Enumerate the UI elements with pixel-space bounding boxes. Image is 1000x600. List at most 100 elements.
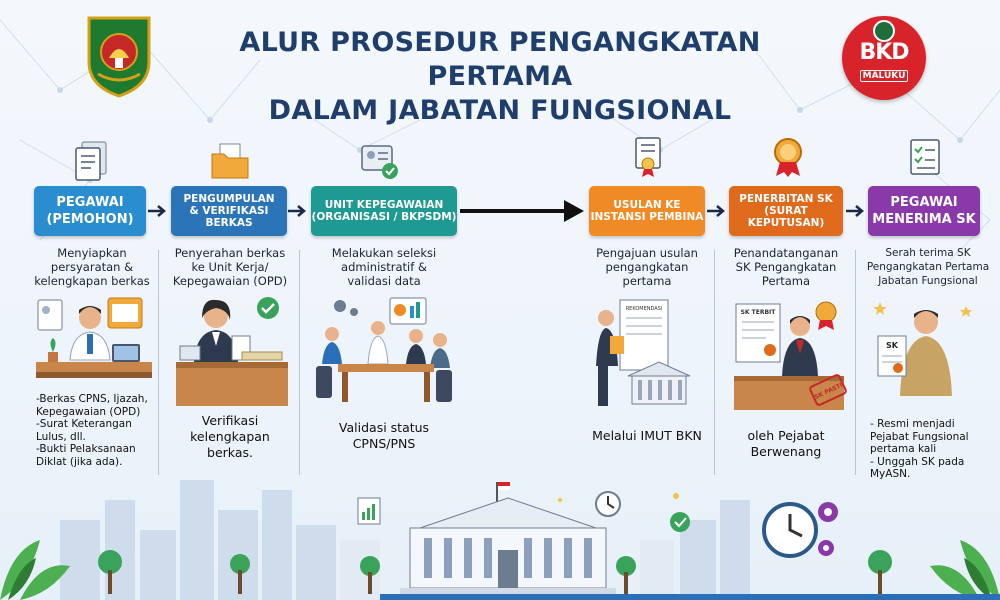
note-line: -Berkas CPNS, Ijazah, bbox=[36, 393, 148, 405]
certificate-icon bbox=[635, 137, 661, 177]
desc-line: persyaratan & bbox=[50, 260, 134, 274]
step-result-pengumpulan: Verifikasi kelengkapan berkas. bbox=[169, 413, 291, 461]
step-header-line: (PEMOHON) bbox=[46, 212, 134, 227]
page-title: ALUR PROSEDUR PENGANGKATAN PERTAMA DALAM… bbox=[170, 26, 830, 128]
step-header-line: PEGAWAI bbox=[890, 195, 958, 210]
desc-line: Melakukan seleksi bbox=[331, 246, 437, 260]
step-description-usulan: Pengajuan usulan pengangkatan pertama bbox=[586, 246, 708, 288]
desc-line: ke Unit Kerja/ bbox=[191, 260, 269, 274]
desc-line: Pengajuan usulan bbox=[596, 246, 698, 260]
result-line: Berwenang bbox=[750, 444, 822, 459]
folder-icon bbox=[211, 143, 249, 179]
step-header-penerbitan: PENERBITAN SK (SURAT KEPUTUSAN) bbox=[729, 186, 843, 236]
desc-line: validasi data bbox=[347, 274, 421, 288]
step-header-line: PENGUMPULAN bbox=[183, 193, 275, 205]
step-header-line: (SURAT KEPUTUSAN) bbox=[747, 205, 825, 229]
desc-line: Pengangkatan Pertama bbox=[866, 261, 990, 273]
note-line: -Surat Keterangan bbox=[36, 418, 132, 430]
step-description-penerbitan: Penandatanganan SK Pengangkatan Pertama bbox=[724, 246, 848, 288]
step-description-unit: Melakukan seleksi administratif & valida… bbox=[318, 246, 450, 288]
desc-line: pengangkatan bbox=[605, 260, 689, 274]
desc-line: Kepegawaian (OPD) bbox=[172, 274, 288, 288]
signing-sk-illustration: SK TERBIT SK PASTI bbox=[734, 301, 847, 410]
note-line: - Resmi menjadi bbox=[870, 418, 955, 430]
note-line: MyASN. bbox=[870, 468, 911, 480]
result-line: Validasi status bbox=[338, 420, 430, 435]
desc-line: Menyiapkan bbox=[57, 246, 127, 260]
desc-line: administratif & bbox=[341, 260, 427, 274]
desc-line: pertama bbox=[622, 274, 672, 288]
sk-terbit-paper-label: SK TERBIT bbox=[741, 309, 777, 316]
desc-line: Penyerahan berkas bbox=[174, 246, 286, 260]
desc-line: Penandatanganan bbox=[733, 246, 839, 260]
step-header-line: (ORGANISASI / BKPSDM) bbox=[311, 211, 457, 223]
desc-line: kelengkapan berkas bbox=[34, 274, 150, 288]
flow-arrow bbox=[148, 205, 166, 217]
note-line: Kepegawaian (OPD) bbox=[36, 405, 141, 418]
note-line: Pejabat Fungsional bbox=[870, 430, 969, 443]
step-description-menerima: Serah terima SK Pengangkatan Pertama Jab… bbox=[858, 246, 998, 288]
note-line: pertama kali bbox=[870, 443, 937, 455]
id-card-check-icon bbox=[361, 145, 398, 179]
step-header-line: USULAN KE bbox=[613, 199, 681, 211]
bkd-logo-subtext: MALUKU bbox=[860, 70, 908, 82]
step-header-menerima: PEGAWAI MENERIMA SK bbox=[868, 186, 980, 236]
step-description-pegawai: Menyiapkan persyaratan & kelengkapan ber… bbox=[30, 246, 154, 288]
step-header-line: PENERBITAN SK bbox=[739, 193, 833, 205]
desc-line: Pertama bbox=[761, 274, 811, 288]
note-line: -Bukti Pelaksanaan bbox=[36, 443, 136, 455]
step-result-unit: Validasi status CPNS/PNS bbox=[318, 420, 450, 452]
result-line: Melalui IMUT BKN bbox=[592, 428, 702, 443]
rekomendasi-paper-label: REKOMENDASI bbox=[626, 306, 663, 312]
employee-desk-illustration bbox=[36, 297, 152, 378]
long-flow-arrow bbox=[460, 200, 584, 222]
team-meeting-illustration bbox=[316, 297, 452, 402]
step-header-line: BERKAS bbox=[205, 217, 253, 229]
step-header-pengumpulan: PENGUMPULAN & VERIFIKASI BERKAS bbox=[171, 186, 287, 236]
step-header-line: & VERIFIKASI bbox=[189, 205, 269, 217]
result-line: Verifikasi bbox=[201, 413, 259, 428]
note-line: Diklat (jika ada). bbox=[36, 455, 123, 468]
bkd-maluku-logo: BKD MALUKU bbox=[842, 16, 926, 100]
cityscape-footer-illustration bbox=[0, 480, 1000, 600]
result-line: kelengkapan bbox=[190, 429, 270, 444]
checklist-icon bbox=[910, 139, 940, 175]
step-result-usulan: Melalui IMUT BKN bbox=[586, 428, 708, 444]
note-line: Lulus, dll. bbox=[36, 430, 86, 443]
submission-illustration: REKOMENDASI bbox=[596, 299, 691, 406]
officer-verification-illustration bbox=[176, 297, 288, 406]
requirements-notes: -Berkas CPNS, Ijazah, Kepegawaian (OPD) … bbox=[36, 393, 154, 468]
step-header-line: MENERIMA SK bbox=[872, 212, 976, 227]
title-line-1: ALUR PROSEDUR PENGANGKATAN PERTAMA bbox=[239, 27, 761, 92]
flow-arrow bbox=[288, 205, 306, 217]
step-description-pengumpulan: Penyerahan berkas ke Unit Kerja/ Kepegaw… bbox=[166, 246, 294, 288]
desc-line: SK Pengangkatan bbox=[735, 260, 837, 274]
maluku-emblem-logo bbox=[87, 16, 151, 98]
sk-document-label: SK bbox=[886, 341, 899, 350]
desc-line: Jabatan Fungsional bbox=[878, 275, 978, 287]
step-header-line: PEGAWAI bbox=[56, 195, 124, 210]
result-line: oleh Pejabat bbox=[747, 428, 825, 443]
note-line: - Unggah SK pada bbox=[870, 455, 965, 468]
outcome-notes: - Resmi menjadi Pejabat Fungsional perta… bbox=[870, 418, 990, 481]
result-line: CPNS/PNS bbox=[352, 436, 416, 451]
desc-line: Serah terima SK bbox=[885, 247, 971, 259]
step-header-pegawai: PEGAWAI (PEMOHON) bbox=[34, 186, 146, 236]
step-header-line: INSTANSI PEMBINA bbox=[590, 211, 704, 223]
step-header-usulan: USULAN KE INSTANSI PEMBINA bbox=[589, 186, 705, 236]
flow-arrow bbox=[846, 205, 864, 217]
emblem-badge-icon bbox=[873, 20, 895, 42]
step-header-line: UNIT KEPEGAWAIAN bbox=[324, 199, 444, 211]
award-badge-icon bbox=[774, 138, 802, 177]
receiving-sk-illustration: SK bbox=[873, 302, 972, 396]
result-line: berkas. bbox=[207, 445, 253, 460]
title-line-2: DALAM JABATAN FUNGSIONAL bbox=[268, 95, 732, 126]
step-result-penerbitan: oleh Pejabat Berwenang bbox=[724, 428, 848, 460]
column-divider bbox=[855, 250, 856, 475]
flow-arrow bbox=[707, 205, 725, 217]
column-divider bbox=[714, 250, 715, 475]
step-header-unit: UNIT KEPEGAWAIAN (ORGANISASI / BKPSDM) bbox=[311, 186, 457, 236]
document-icon bbox=[75, 141, 107, 181]
bkd-logo-text: BKD bbox=[859, 40, 909, 65]
column-divider bbox=[299, 250, 300, 475]
